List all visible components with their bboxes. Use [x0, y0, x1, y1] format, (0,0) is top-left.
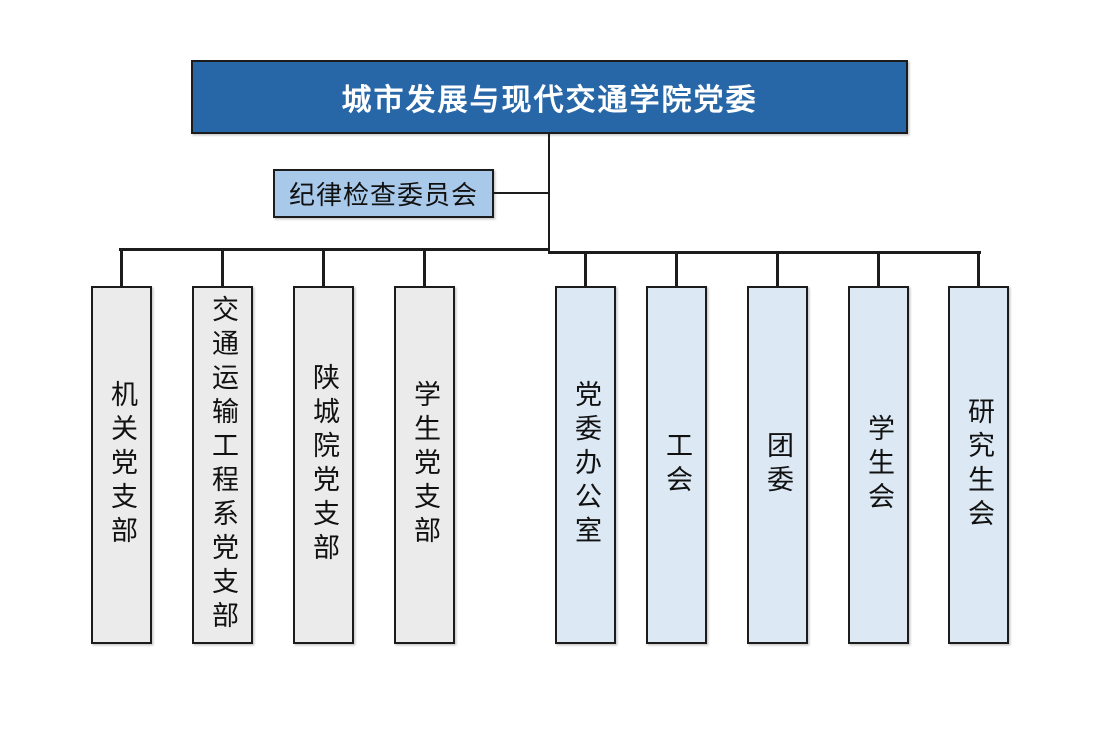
org-child-box-6: 工会	[646, 286, 707, 644]
connector-rail-left	[119, 248, 550, 251]
org-child-label: 党委办公室	[571, 380, 601, 550]
discipline-committee-box: 纪律检查委员会	[273, 169, 494, 218]
connector-drop	[322, 248, 325, 286]
org-child-box-2: 交通运输工程系党支部	[192, 286, 253, 644]
org-child-box-1: 机关党支部	[91, 286, 152, 644]
org-child-label: 团委	[763, 431, 793, 499]
org-child-label: 陕城院党支部	[309, 363, 339, 567]
org-child-label: 学生会	[864, 414, 894, 516]
org-child-box-3: 陕城院党支部	[293, 286, 354, 644]
org-child-box-4: 学生党支部	[394, 286, 455, 644]
org-child-box-7: 团委	[747, 286, 808, 644]
connector-drop	[675, 251, 678, 286]
org-child-box-9: 研究生会	[948, 286, 1009, 644]
org-child-box-5: 党委办公室	[555, 286, 616, 644]
connector-side	[494, 191, 548, 194]
org-child-label: 研究生会	[964, 397, 994, 533]
connector-trunk	[547, 134, 550, 254]
connector-drop	[221, 248, 224, 286]
connector-drop	[120, 248, 123, 286]
org-root-box: 城市发展与现代交通学院党委	[191, 60, 908, 134]
discipline-committee-label: 纪律检查委员会	[288, 180, 478, 210]
connector-drop	[423, 248, 426, 286]
org-child-label: 工会	[662, 431, 692, 499]
org-child-box-8: 学生会	[848, 286, 909, 644]
org-root-label: 城市发展与现代交通学院党委	[341, 84, 758, 117]
org-child-label: 交通运输工程系党支部	[208, 295, 238, 635]
connector-drop	[877, 251, 880, 286]
connector-drop	[977, 251, 980, 286]
connector-drop	[776, 251, 779, 286]
connector-rail-right	[548, 251, 981, 254]
org-child-label: 机关党支部	[107, 380, 137, 550]
org-child-label: 学生党支部	[410, 380, 440, 550]
connector-drop	[584, 251, 587, 286]
